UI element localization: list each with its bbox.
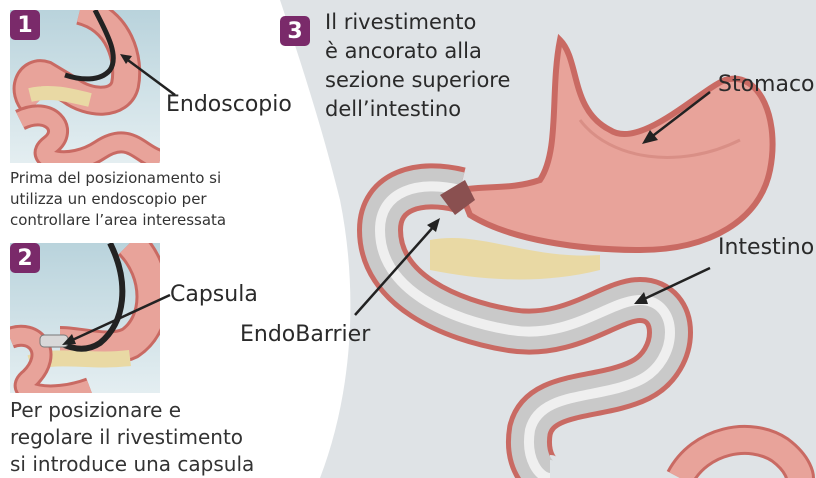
capsule-arrow xyxy=(60,290,175,350)
step-3-badge: 3 xyxy=(280,16,310,46)
panel-3-title-line-3: sezione superiore xyxy=(325,66,510,95)
stomach-label: Stomaco xyxy=(718,72,815,97)
panel-2-caption-line-3: si introduce una capsula xyxy=(10,451,254,478)
panel-3-title-line-1: Il rivestimento xyxy=(325,8,510,37)
endoscope-arrow xyxy=(120,50,180,100)
step-1-number: 1 xyxy=(17,13,32,38)
step-1-badge: 1 xyxy=(10,10,40,40)
panel-3-title-line-4: dell’intestino xyxy=(325,95,510,124)
panel-2-caption: Per posizionare e regolare il rivestimen… xyxy=(10,397,254,478)
capsule-label: Capsula xyxy=(170,282,258,307)
step-2-badge: 2 xyxy=(10,243,40,273)
panel-3-title: Il rivestimento è ancorato alla sezione … xyxy=(325,8,510,124)
endobarrier-label: EndoBarrier xyxy=(240,322,370,347)
panel-2-caption-line-1: Per posizionare e xyxy=(10,397,254,424)
panel-3-title-line-2: è ancorato alla xyxy=(325,37,510,66)
panel-1-caption-line-3: controllare l’area interessata xyxy=(10,210,226,231)
intestine-label: Intestino xyxy=(718,235,814,260)
step-3-number: 3 xyxy=(287,19,302,44)
panel-1-caption-line-1: Prima del posizionamento si xyxy=(10,168,226,189)
step-2-number: 2 xyxy=(17,246,32,271)
endoscope-label: Endoscopio xyxy=(166,92,292,117)
panel-1-caption: Prima del posizionamento si utilizza un … xyxy=(10,168,226,231)
panel-2-caption-line-2: regolare il rivestimento xyxy=(10,424,254,451)
panel-1-caption-line-2: utilizza un endoscopio per xyxy=(10,189,226,210)
